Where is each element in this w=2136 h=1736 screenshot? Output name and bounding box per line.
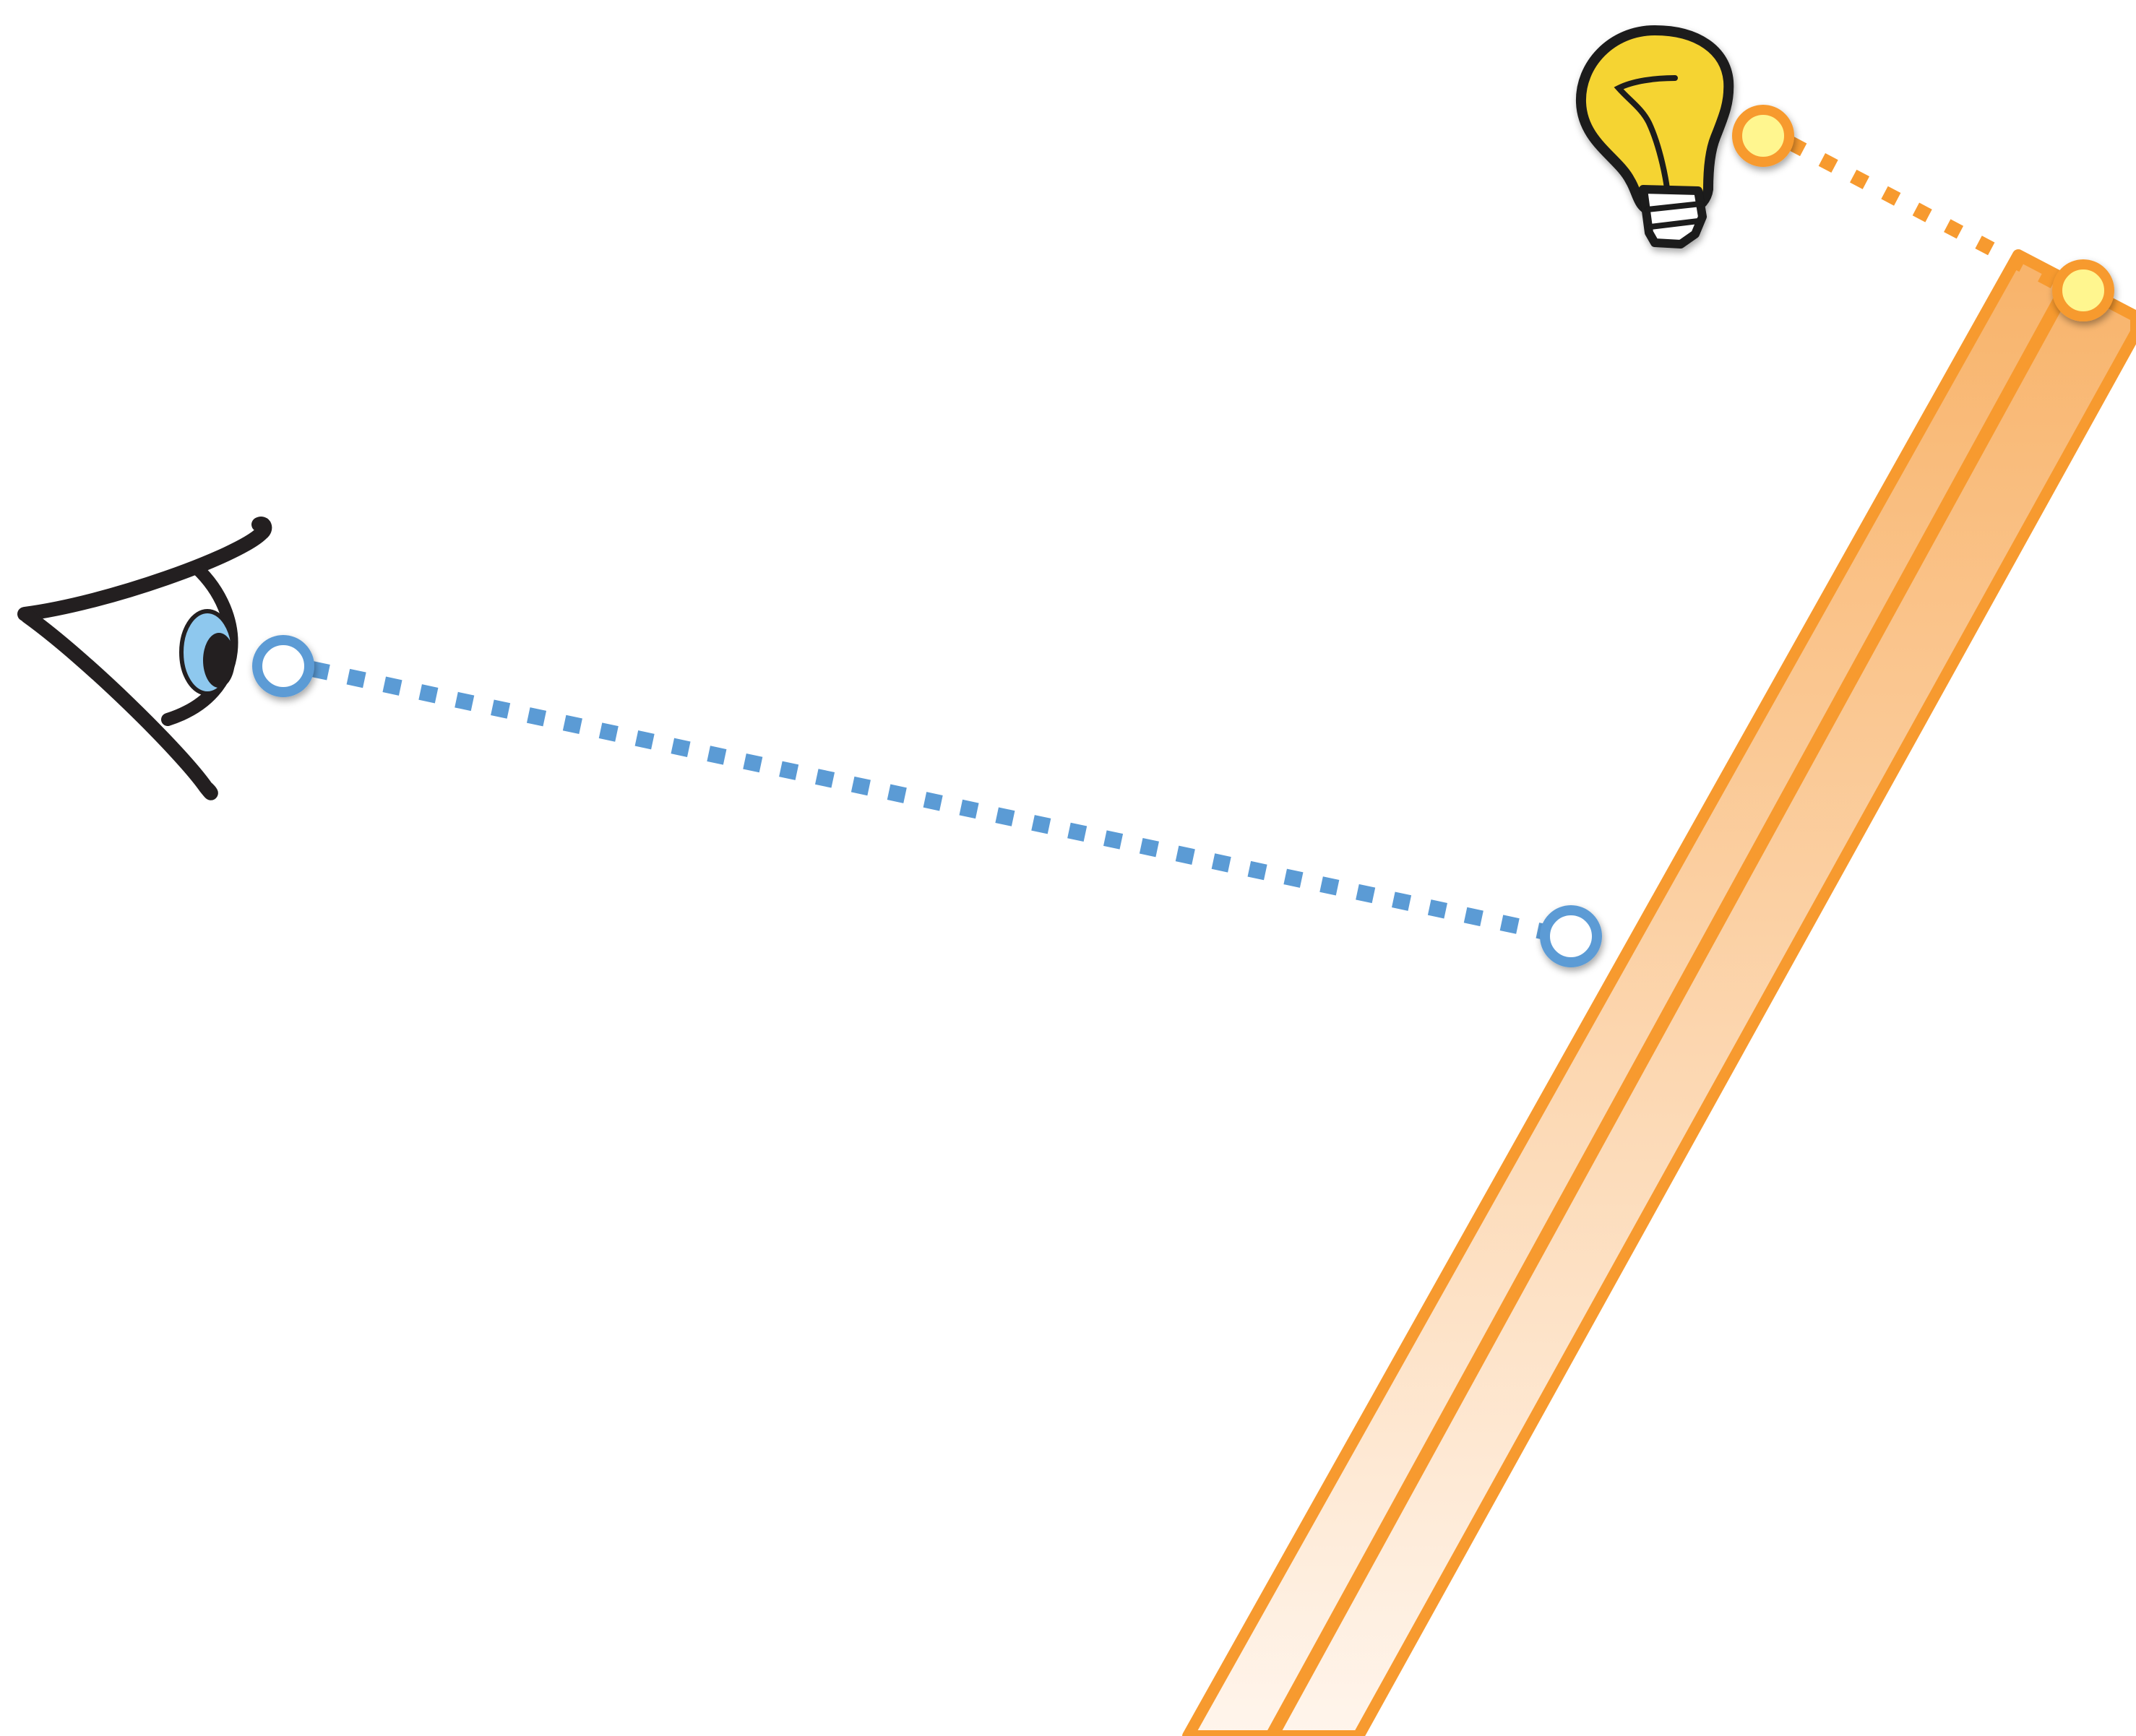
bulb-base <box>1643 189 1702 244</box>
view-ray-end-handle[interactable] <box>1545 910 1597 962</box>
eye-pupil <box>203 633 235 688</box>
view-ray-start-handle[interactable] <box>257 640 309 692</box>
light-ray-start-handle[interactable] <box>1737 110 1789 162</box>
light-ray-end-handle[interactable] <box>2057 264 2109 316</box>
